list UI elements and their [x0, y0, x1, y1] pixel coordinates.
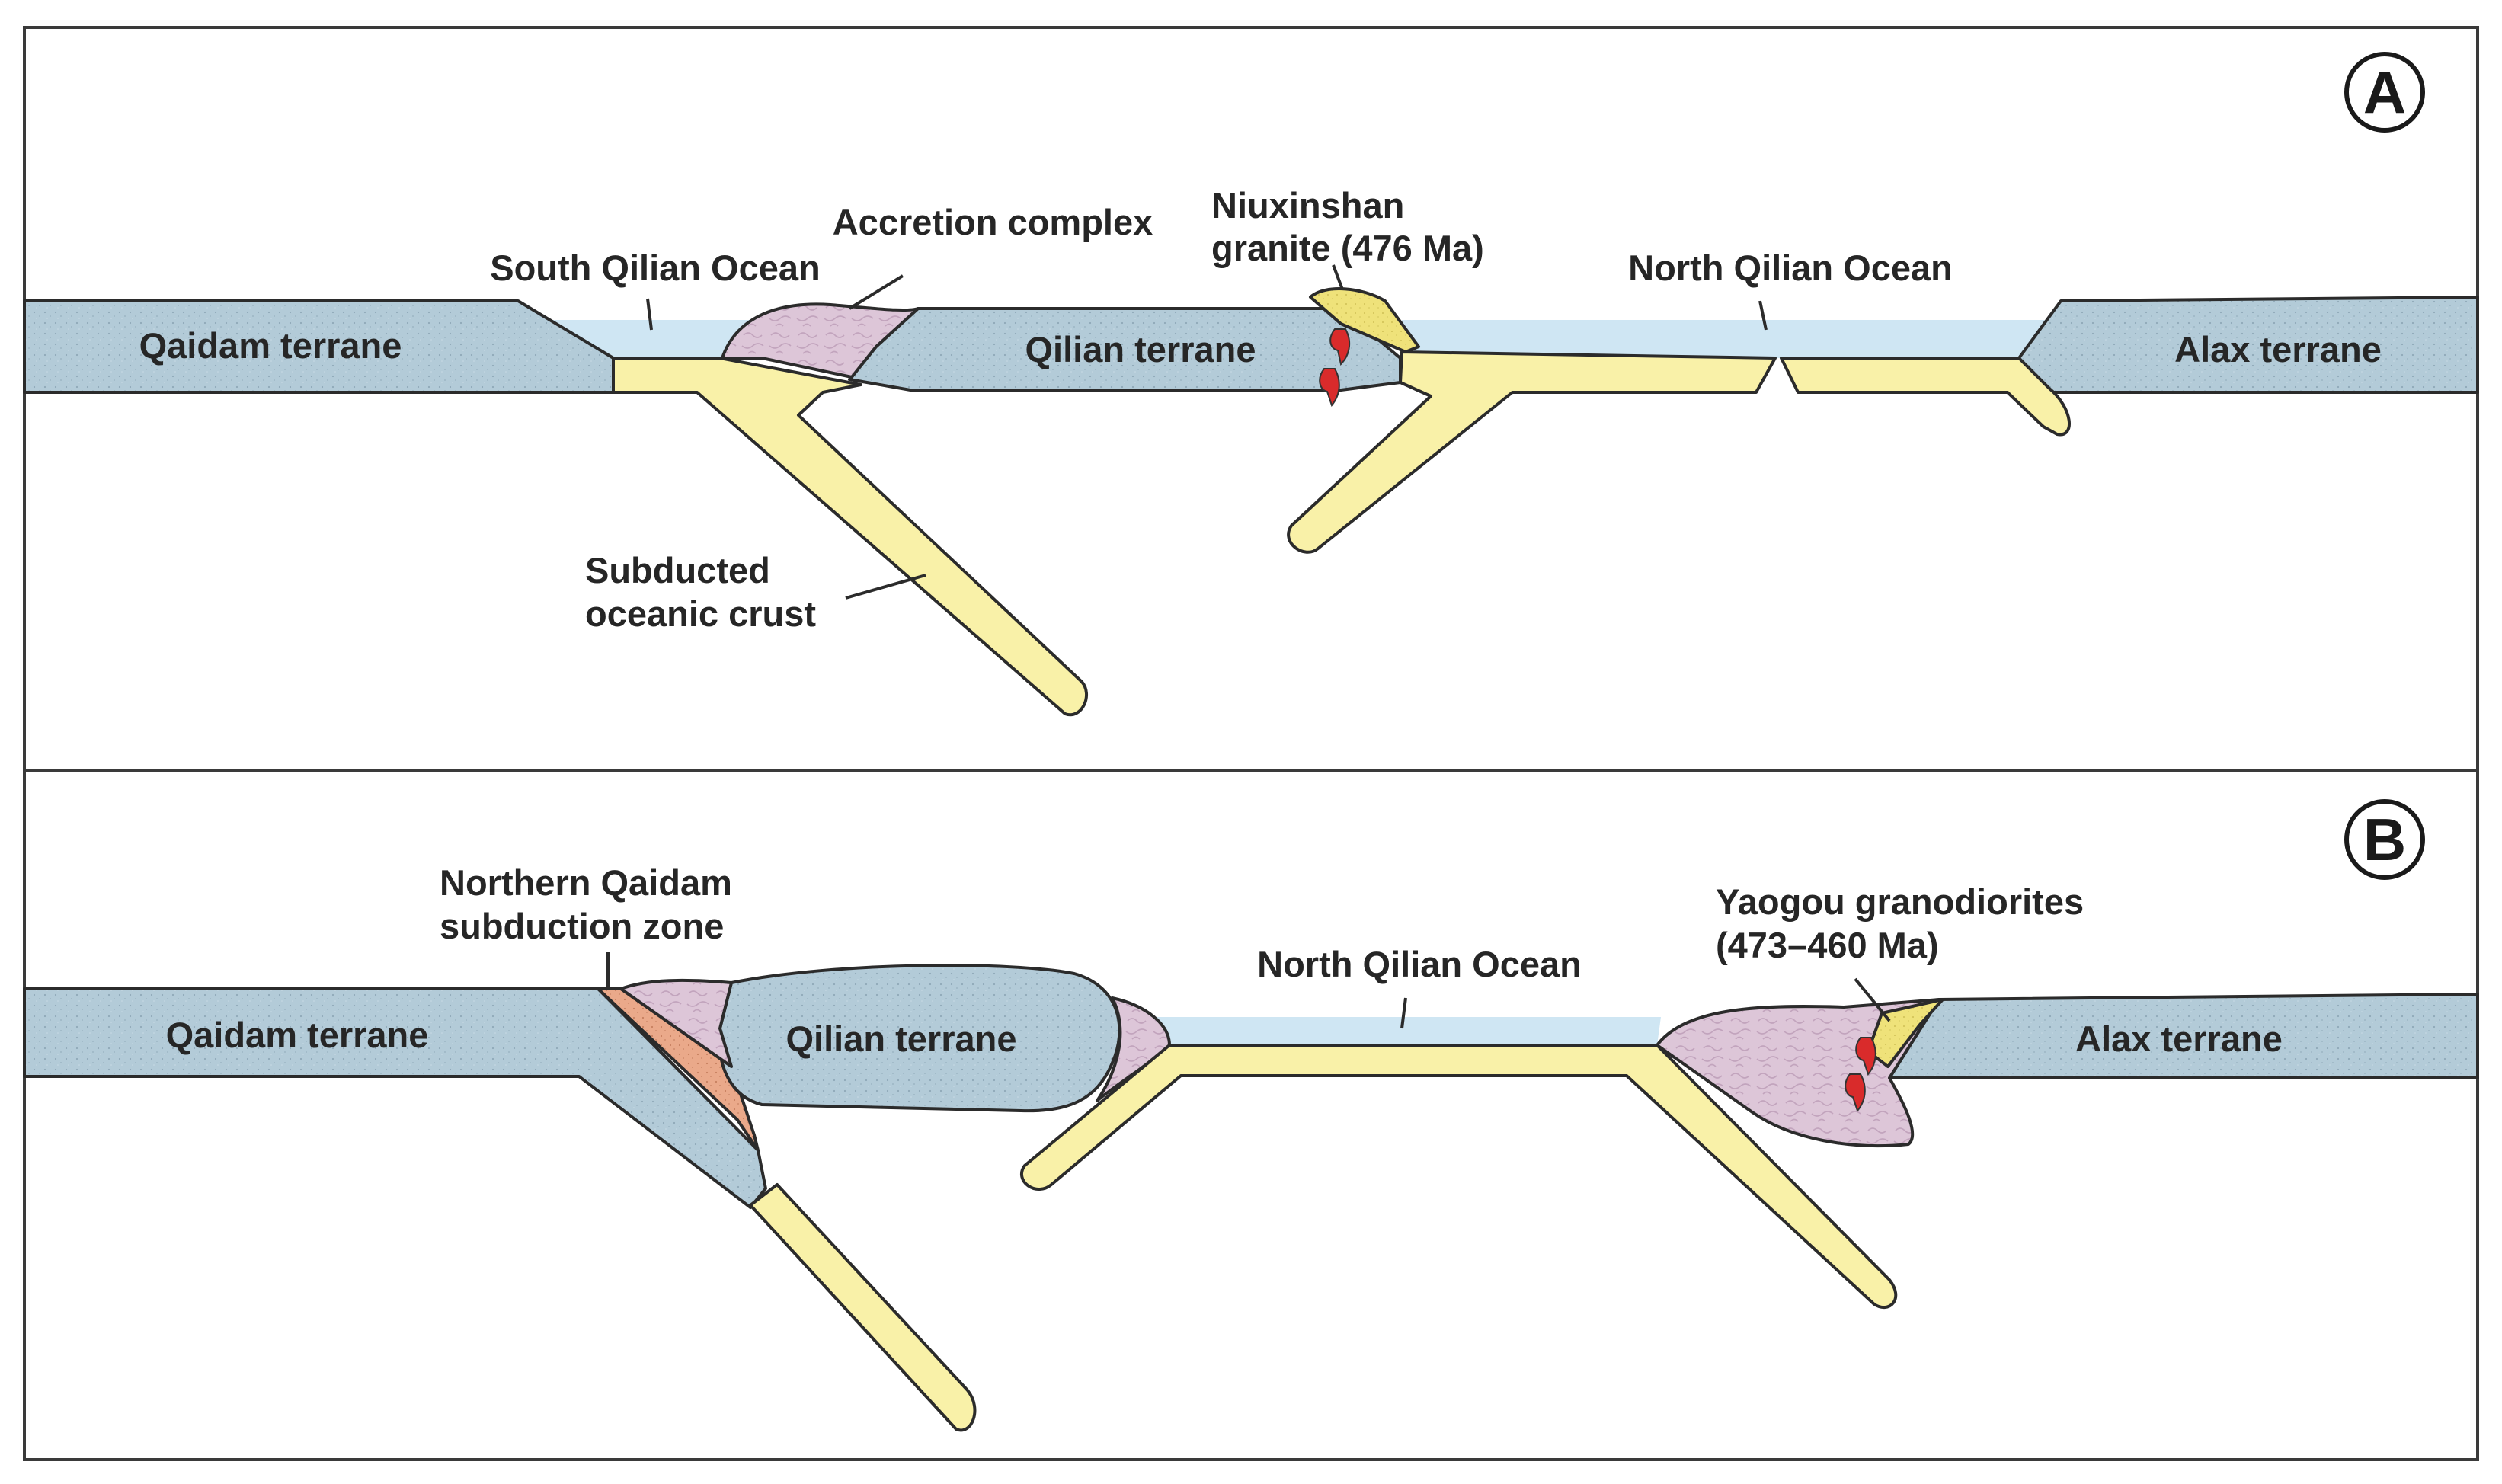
label-north-qilian-ocean-b: North Qilian Ocean [1257, 944, 1582, 984]
label-subducted-1: Subducted [585, 550, 770, 590]
label-qaidam-terrane-b: Qaidam terrane [166, 1015, 429, 1055]
label-alax-terrane-b: Alax terrane [2075, 1019, 2283, 1059]
panel-a: A Qaidam terrane Qilian terrane Alax ter… [23, 52, 2479, 717]
pluton-markers-b [1845, 1037, 1876, 1113]
accretion-complex-b-left [619, 978, 733, 1068]
pluton-markers-a [1319, 328, 1351, 408]
label-qaidam-terrane-a: Qaidam terrane [139, 325, 402, 366]
leader-subducted [845, 574, 926, 600]
north-ocean-crust-a-right [1780, 357, 2071, 437]
panel-letter-a-ring [2344, 52, 2425, 133]
leader-north-ocean-a [1758, 300, 1768, 331]
label-nqsz-1: Northern Qaidam [440, 862, 732, 903]
leader-north-ocean-b [1400, 997, 1407, 1029]
pluton-marker-icon [1855, 1037, 1876, 1076]
subducted-oceanic-crust-a [612, 357, 1089, 717]
label-nqsz-2: subduction zone [440, 906, 724, 946]
detached-slab-b [749, 1183, 977, 1432]
pluton-marker-icon [1845, 1073, 1866, 1113]
panel-letter-b-ring [2344, 799, 2425, 880]
label-niuxinshan-1: Niuxinshan [1211, 185, 1404, 225]
north-qilian-ocean-b [1147, 1017, 1661, 1045]
label-yaogou-2: (473–460 Ma) [1716, 925, 1939, 965]
label-qilian-terrane-b: Qilian terrane [786, 1019, 1017, 1059]
label-accretion-complex: Accretion complex [833, 202, 1153, 242]
panel-b: B Qaidam terrane Qilian terrane Alax ter… [23, 799, 2479, 1432]
label-alax-terrane-a: Alax terrane [2174, 329, 2382, 369]
label-niuxinshan-2: granite (476 Ma) [1211, 228, 1484, 268]
label-subducted-2: oceanic crust [585, 593, 816, 634]
leader-accretion [848, 274, 904, 310]
accretion-complex-b-right [1096, 996, 1171, 1102]
north-ocean-crust-b [1019, 1044, 1898, 1310]
pluton-marker-icon [1319, 368, 1340, 408]
leader-yaogou [1854, 977, 1891, 1022]
alax-terrane [2017, 296, 2479, 394]
pluton-marker-icon [1329, 328, 1351, 366]
figure-frame [23, 26, 2479, 1461]
south-qilian-ocean [533, 320, 762, 358]
label-yaogou-1: Yaogou granodiorites [1716, 881, 2084, 922]
north-qilian-ocean [1402, 320, 2057, 358]
niuxinshan-granite [1309, 287, 1420, 353]
label-south-qilian-ocean: South Qilian Ocean [490, 248, 821, 288]
panel-letter-a: A [2363, 59, 2406, 126]
accretion-complex [721, 302, 920, 379]
label-qilian-terrane-a: Qilian terrane [1025, 329, 1256, 369]
yaogou-accretion-dome [1656, 998, 1940, 1148]
north-ocean-crust-a [1287, 350, 1777, 554]
panel-letter-b: B [2363, 806, 2406, 873]
label-north-qilian-ocean-a: North Qilian Ocean [1628, 248, 1953, 288]
leader-south-ocean [646, 298, 653, 331]
leader-niuxinshan [1332, 264, 1344, 290]
